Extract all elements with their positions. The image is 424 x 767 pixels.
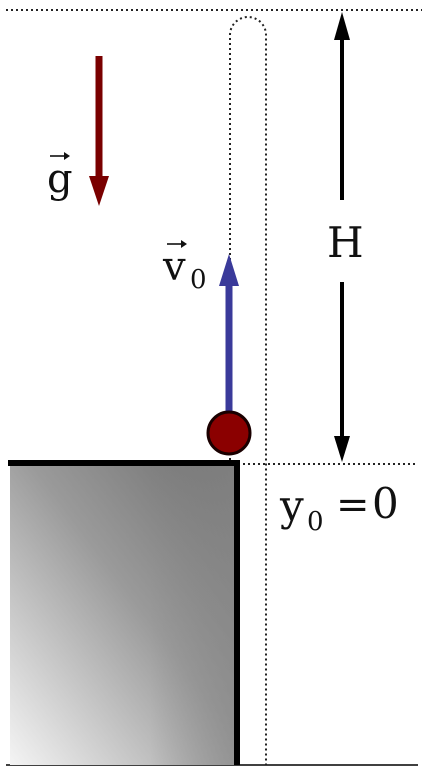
svg-text:=: = [336, 482, 370, 528]
ball [206, 410, 252, 456]
ledge [8, 460, 240, 765]
velocity-arrow-icon [219, 254, 239, 412]
svg-text:y: y [279, 481, 304, 530]
gravity-arrow-icon [89, 56, 109, 206]
svg-text:0: 0 [307, 507, 324, 537]
velocity-label: v 0 [162, 240, 207, 295]
gravity-label: g [47, 152, 73, 202]
y0-label: y 0 = 0 [279, 479, 399, 537]
svg-text:g: g [47, 156, 73, 202]
svg-text:0: 0 [190, 265, 207, 295]
height-arrow-icon [334, 12, 350, 462]
height-label: H [327, 218, 364, 267]
trajectory-path [229, 16, 267, 765]
svg-text:0: 0 [372, 479, 399, 528]
svg-text:v: v [162, 244, 186, 290]
